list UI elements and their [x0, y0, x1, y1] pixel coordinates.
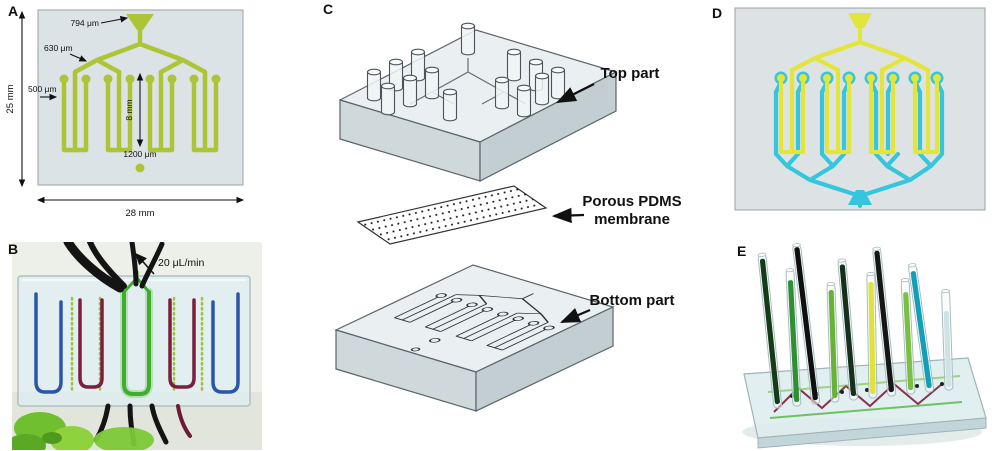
maroon-channel-right — [168, 298, 196, 389]
panel-b-label: B — [8, 241, 19, 257]
top-part-callout: Top part — [601, 65, 660, 82]
flow-rate-arrow — [134, 252, 155, 275]
top-part-arrow — [556, 83, 595, 103]
top-layer-ports — [777, 13, 941, 82]
panel-e-label: E — [737, 243, 747, 259]
inlet-tubing — [63, 242, 165, 293]
channel-network — [61, 25, 219, 153]
membrane-callout-line2: membrane — [594, 211, 670, 228]
yellow-green-channels — [70, 296, 204, 392]
dimension-arrows — [18, 10, 245, 204]
membrane-arrow — [551, 207, 585, 224]
panel-c: C — [318, 0, 690, 451]
bottom-part-callout: Bottom part — [590, 292, 675, 309]
dim-28mm: 28 mm — [125, 208, 154, 219]
reservoir-tubes — [757, 243, 954, 409]
panel-e: E — [722, 236, 1000, 451]
panel-e-photo — [742, 243, 987, 449]
panel-a-schematic: 794 μm 630 μm 500 μm 8 mm 1200 μm 25 mm … — [5, 9, 245, 219]
port-size-reference-circle — [135, 163, 145, 173]
green-channel-center — [122, 290, 151, 396]
bottom-part-slab — [334, 264, 615, 412]
channel-ports — [59, 14, 221, 173]
membrane-callout-line1: Porous PDMS — [582, 193, 681, 210]
dim-630um: 630 μm — [44, 43, 73, 53]
blue-channel-right — [211, 292, 240, 394]
membrane-sheet — [356, 185, 548, 245]
dim-794um: 794 μm — [70, 18, 99, 28]
green-liquid-blobs — [12, 412, 154, 450]
top-part-slab — [338, 22, 618, 182]
dim-1200um: 1200 μm — [123, 149, 156, 159]
top-layer-network — [778, 23, 940, 155]
dim-25mm: 25 mm — [5, 84, 16, 113]
panel-c-label: C — [323, 1, 334, 17]
panel-a-label: A — [8, 3, 19, 19]
outlet-funnel — [848, 190, 872, 205]
dim-500um: 500 μm — [28, 84, 57, 94]
bottom-part-channel-outline — [393, 293, 555, 352]
bottom-part-arrow — [559, 307, 591, 324]
inlet-funnel — [848, 13, 872, 28]
panel-b-photo: 20 μL/min — [12, 242, 262, 450]
panel-d-schematic — [734, 7, 986, 211]
inlet-funnel — [126, 14, 154, 30]
dim-8mm: 8 mm — [124, 99, 134, 120]
flow-rate-label: 20 μL/min — [158, 257, 204, 269]
maroon-channel-left — [78, 298, 104, 389]
panel-a: A — [0, 0, 280, 236]
panel-d: D — [702, 0, 1000, 236]
panel-b: B — [0, 236, 280, 451]
panel-d-label: D — [712, 5, 723, 21]
blue-channel-left — [34, 292, 63, 394]
bottom-layer-network — [773, 79, 945, 209]
panel-c-exploded-view: Top part Porous PDMS membrane — [334, 22, 682, 412]
